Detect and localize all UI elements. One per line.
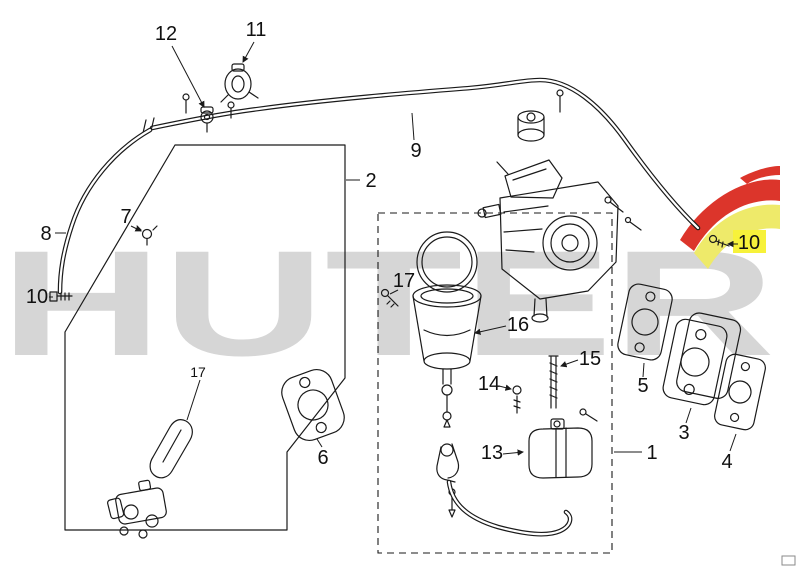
fuel-hose-8 <box>57 127 153 295</box>
o-ring <box>416 231 478 293</box>
valve-fitting-12 <box>182 93 235 133</box>
leader-16 <box>474 325 507 335</box>
logo-red-swoosh <box>680 179 780 251</box>
drain-and-hose <box>436 443 573 537</box>
gasket-5 <box>617 283 673 361</box>
leader-15 <box>560 359 579 368</box>
leader-9 <box>411 112 415 141</box>
gasket-6 <box>281 369 345 441</box>
carb-body <box>499 181 619 300</box>
leader-7 <box>130 225 142 232</box>
leader-13 <box>502 449 524 456</box>
part-label-13: 13 <box>481 442 503 464</box>
pump-assembly-17 <box>107 419 193 539</box>
spacer-3 <box>662 312 742 406</box>
leader-17-lower <box>186 379 201 421</box>
leader-11 <box>242 41 255 63</box>
part-label-3: 3 <box>678 422 689 444</box>
part-label-17-lower: 17 <box>190 364 206 380</box>
part-label-10-right: 10 <box>738 232 760 254</box>
callout-labels: 12 11 9 2 8 7 10 17 16 15 14 13 6 5 3 4 <box>26 19 766 473</box>
part-label-1: 1 <box>646 442 657 464</box>
bolt-10-right <box>708 234 730 248</box>
region-box-1 <box>377 212 613 554</box>
needle-parts-14 <box>512 385 522 414</box>
leader-12 <box>171 45 205 108</box>
part-label-14: 14 <box>478 373 500 395</box>
part-label-6: 6 <box>317 447 328 469</box>
part-label-4: 4 <box>721 451 732 473</box>
part-label-10-left: 10 <box>26 286 48 308</box>
part-label-11: 11 <box>246 19 267 41</box>
leader-17-upper <box>389 289 399 295</box>
leader-14 <box>498 384 512 391</box>
part-label-8: 8 <box>40 223 51 245</box>
screw-17-upper <box>380 288 399 308</box>
line-art <box>49 63 766 554</box>
gasket-4 <box>714 353 766 431</box>
float-13 <box>528 418 593 479</box>
stud-screw-15 <box>548 355 598 422</box>
carb-top-screw <box>556 89 564 97</box>
leader-6 <box>316 438 323 448</box>
leader-5 <box>642 362 645 378</box>
page-corner-mark <box>781 555 796 566</box>
part-label-5: 5 <box>637 375 648 397</box>
float-bowl-16 <box>412 231 482 428</box>
carburetor-assembly <box>477 89 642 323</box>
logo-red-sliver <box>740 166 780 184</box>
part-label-15: 15 <box>579 348 601 370</box>
clamp-fitting-11 <box>220 63 259 103</box>
part-label-17-upper: 17 <box>393 270 415 292</box>
part-label-7: 7 <box>120 206 131 228</box>
part-label-16: 16 <box>507 314 529 336</box>
region-box-2 <box>64 144 346 531</box>
part-label-12: 12 <box>155 23 177 45</box>
part-label-2: 2 <box>365 170 376 192</box>
label-10-highlight <box>733 230 766 253</box>
leader-4 <box>729 433 737 452</box>
leader-3 <box>685 407 692 424</box>
part-label-9: 9 <box>410 140 421 162</box>
